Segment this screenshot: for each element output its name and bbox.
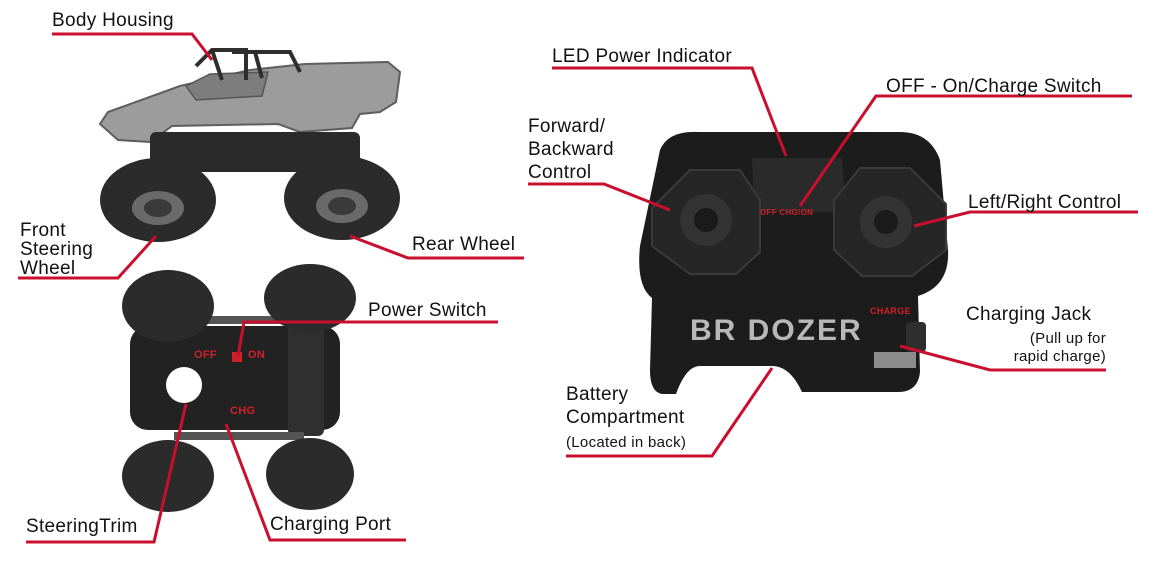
truck-chassis	[150, 132, 360, 172]
label-forward-backward-control-line1: Forward/	[528, 116, 606, 137]
truck-rear-wheel	[284, 156, 400, 240]
truck-body-housing	[98, 60, 402, 144]
truck-bottom-view	[122, 264, 356, 512]
label-forward-backward-control-line3: Control	[528, 162, 592, 183]
remote-controller	[639, 131, 949, 394]
steering-trim-knob	[166, 367, 202, 403]
label-rear-wheel: Rear Wheel	[412, 234, 516, 255]
label-charging-jack-note-line1: (Pull up for	[1029, 330, 1106, 347]
truck-chg-text: CHG	[230, 405, 256, 417]
charging-jack-port	[906, 322, 926, 352]
label-off-on-charge-switch: OFF - On/Charge Switch	[886, 76, 1102, 97]
charging-cable	[874, 352, 916, 368]
leader-off-on-charge-switch	[798, 94, 1132, 207]
truck-underside-chassis	[130, 326, 340, 430]
label-battery-compartment-line1: Battery	[566, 384, 629, 405]
leader-body-housing	[52, 32, 214, 61]
remote-charge-text: CHARGE	[870, 306, 911, 316]
leader-charging-jack	[899, 344, 1106, 372]
label-front-steering-wheel-line1: Front	[20, 220, 66, 241]
leader-led-power-indicator	[552, 66, 788, 157]
leader-battery-compartment	[566, 367, 774, 458]
leader-front-steering-wheel	[18, 234, 158, 280]
label-led-power-indicator: LED Power Indicator	[552, 46, 732, 67]
leader-lines	[18, 32, 1138, 544]
truck-front-wheel	[100, 158, 216, 242]
bottom-wheel-rear-right	[266, 438, 354, 510]
truck-on-text: ON	[248, 349, 266, 361]
label-front-steering-wheel-line3: Wheel	[20, 258, 76, 279]
bottom-wheel-front-right	[264, 264, 356, 332]
label-power-switch: Power Switch	[368, 300, 487, 321]
truck-roll-cage	[194, 48, 302, 81]
leader-power-switch	[236, 320, 498, 357]
remote-switch-text: OFF CHG/ON	[760, 208, 814, 217]
label-body-housing: Body Housing	[52, 10, 174, 31]
leader-rear-wheel	[349, 234, 524, 260]
label-front-steering-wheel-line2: Steering	[20, 239, 94, 260]
label-charging-port: Charging Port	[270, 514, 392, 535]
truck-off-text: OFF	[194, 349, 217, 361]
label-charging-jack-note-line2: rapid charge)	[1013, 348, 1106, 365]
leader-left-right-control	[913, 210, 1138, 228]
leader-forward-backward-control	[528, 182, 671, 212]
label-charging-jack: Charging Jack	[966, 304, 1092, 325]
truck-side-view	[98, 48, 402, 242]
leader-steering-trim	[26, 403, 188, 544]
remote-brand-logo: BR DOZER	[690, 314, 863, 347]
leader-charging-port	[224, 423, 406, 542]
label-battery-compartment-note: (Located in back)	[566, 434, 687, 451]
label-steering-trim: SteeringTrim	[26, 516, 138, 537]
power-switch-marker	[232, 352, 242, 362]
label-battery-compartment-line2: Compartment	[566, 407, 685, 428]
truck-window	[184, 71, 269, 101]
label-forward-backward-control-line2: Backward	[528, 139, 614, 160]
bottom-wheel-front-left	[122, 270, 214, 342]
label-left-right-control: Left/Right Control	[968, 192, 1122, 213]
